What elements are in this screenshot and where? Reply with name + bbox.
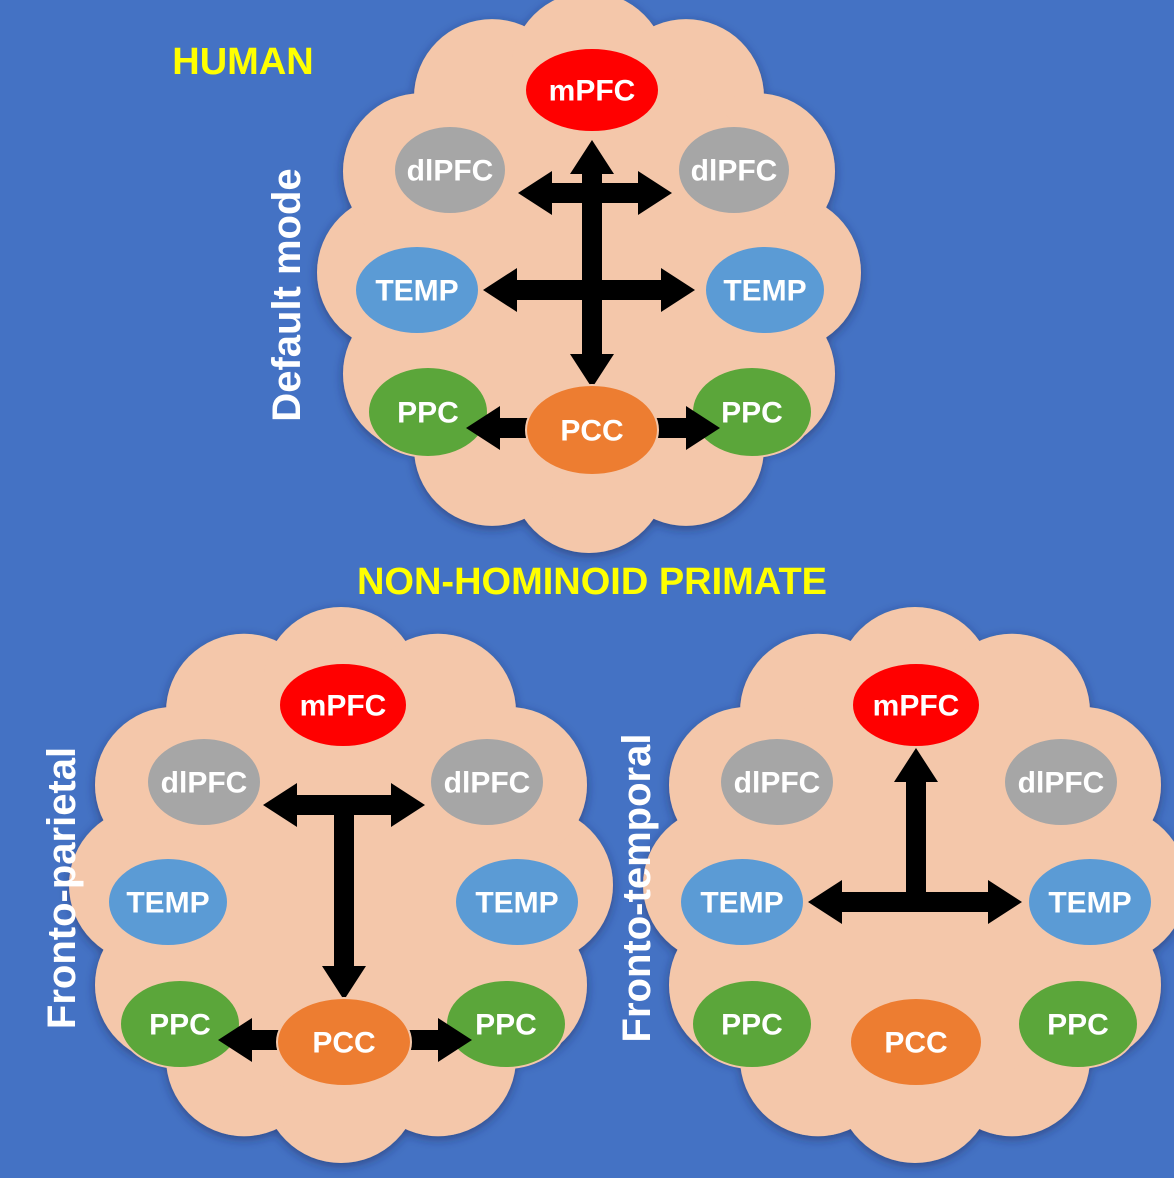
node-ppc-left: PPC (367, 366, 489, 458)
connection-arrow (408, 1018, 472, 1062)
node-pcc-front: PCC (525, 384, 659, 476)
node-label: TEMP (1048, 887, 1131, 920)
node-shape (849, 997, 983, 1087)
node-label: dlPFC (734, 767, 821, 800)
node-dlpfc-left: dlPFC (719, 737, 835, 827)
node-shape (278, 662, 408, 748)
node-ppc-left: PPC (119, 979, 241, 1069)
connection-arrows (466, 140, 720, 450)
node-shape (1027, 857, 1153, 947)
node-dlpfc-left: dlPFC (146, 737, 262, 827)
node-ppc-right: PPC (1017, 979, 1139, 1069)
connection-arrow (466, 406, 528, 450)
node-label: TEMP (700, 887, 783, 920)
node-ppc-left: PPC (691, 979, 813, 1069)
node-label: dlPFC (691, 155, 778, 188)
node-label: mPFC (300, 690, 387, 723)
node-label: TEMP (475, 887, 558, 920)
node-shape (146, 737, 262, 827)
network-label-fronto-temporal: Fronto-temporal (615, 734, 659, 1043)
connection-arrow (656, 406, 720, 450)
node-shape (393, 125, 507, 215)
node-label: PPC (397, 397, 459, 430)
node-shape (851, 662, 981, 748)
node-label: PPC (149, 1009, 211, 1042)
network-label-human: Default mode (265, 168, 309, 421)
node-shape (704, 245, 826, 335)
node-labels-top: PCC (525, 384, 659, 476)
connection-arrows (808, 748, 1022, 924)
node-label: PCC (884, 1027, 947, 1060)
node-shape (679, 857, 805, 947)
node-shape (354, 245, 480, 335)
network-label-fronto-parietal: Fronto-parietal (40, 747, 84, 1029)
node-temp-right: TEMP (704, 245, 826, 335)
node-label: PPC (721, 1009, 783, 1042)
node-label: mPFC (549, 75, 636, 108)
node-label: PPC (1047, 1009, 1109, 1042)
heading-human: HUMAN (172, 41, 313, 83)
node-shape (691, 979, 813, 1069)
node-temp-left: TEMP (354, 245, 480, 335)
connection-arrow (483, 268, 695, 312)
connection-arrow (894, 748, 938, 902)
node-labels-top: PCC (276, 997, 412, 1087)
node-label: PPC (721, 397, 783, 430)
node-shape (454, 857, 580, 947)
node-temp-left: TEMP (679, 857, 805, 947)
connection-arrows (218, 783, 472, 1062)
node-label: dlPFC (444, 767, 531, 800)
node-dlpfc-right: dlPFC (1003, 737, 1119, 827)
node-ppc-right: PPC (691, 366, 813, 458)
node-label: PCC (560, 415, 623, 448)
region-nodes: mPFC dlPFC dlPFC TEMP TEMP PPC PPC PCC (679, 662, 1153, 1087)
node-dlpfc-right: dlPFC (677, 125, 791, 215)
connection-arrow (518, 171, 672, 215)
node-label: TEMP (126, 887, 209, 920)
node-temp-left: TEMP (107, 857, 229, 947)
node-mpfc: mPFC (524, 47, 660, 133)
node-temp-right: TEMP (1027, 857, 1153, 947)
connection-arrow (322, 805, 366, 1000)
node-pcc-front: PCC (276, 997, 412, 1087)
node-shape (429, 737, 545, 827)
node-mpfc: mPFC (851, 662, 981, 748)
node-pcc: PCC (849, 997, 983, 1087)
node-dlpfc-right: dlPFC (429, 737, 545, 827)
node-shape (367, 366, 489, 458)
node-shape (119, 979, 241, 1069)
node-label: dlPFC (407, 155, 494, 188)
panel-fronto-temporal: mPFC dlPFC dlPFC TEMP TEMP PPC PPC PCC Fronto-te… (615, 607, 1174, 1163)
node-shape (677, 125, 791, 215)
node-label: dlPFC (1018, 767, 1105, 800)
node-shape (1003, 737, 1119, 827)
connection-arrow (570, 140, 614, 388)
node-mpfc: mPFC (278, 662, 408, 748)
node-label: PPC (475, 1009, 537, 1042)
node-shape (276, 997, 412, 1087)
node-shape (525, 384, 659, 476)
connection-arrow (218, 1018, 280, 1062)
heading-non-hominoid-primate: NON-HOMINOID PRIMATE (357, 561, 827, 603)
node-label: TEMP (375, 275, 458, 308)
node-shape (719, 737, 835, 827)
panel-human: mPFCdlPFCdlPFCTEMPTEMPPPCPPCPCCPCCDefaul… (265, 0, 861, 553)
node-label: TEMP (723, 275, 806, 308)
node-ppc-right: PPC (445, 979, 567, 1069)
node-label: dlPFC (161, 767, 248, 800)
node-shape (107, 857, 229, 947)
node-label: mPFC (873, 690, 960, 723)
node-shape (524, 47, 660, 133)
panel-fronto-parietal: mPFCdlPFCdlPFCTEMPTEMPPPCPPCPCCPCCFronto… (40, 607, 613, 1163)
node-temp-right: TEMP (454, 857, 580, 947)
node-dlpfc-left: dlPFC (393, 125, 507, 215)
node-label: PCC (312, 1027, 375, 1060)
node-shape (1017, 979, 1139, 1069)
